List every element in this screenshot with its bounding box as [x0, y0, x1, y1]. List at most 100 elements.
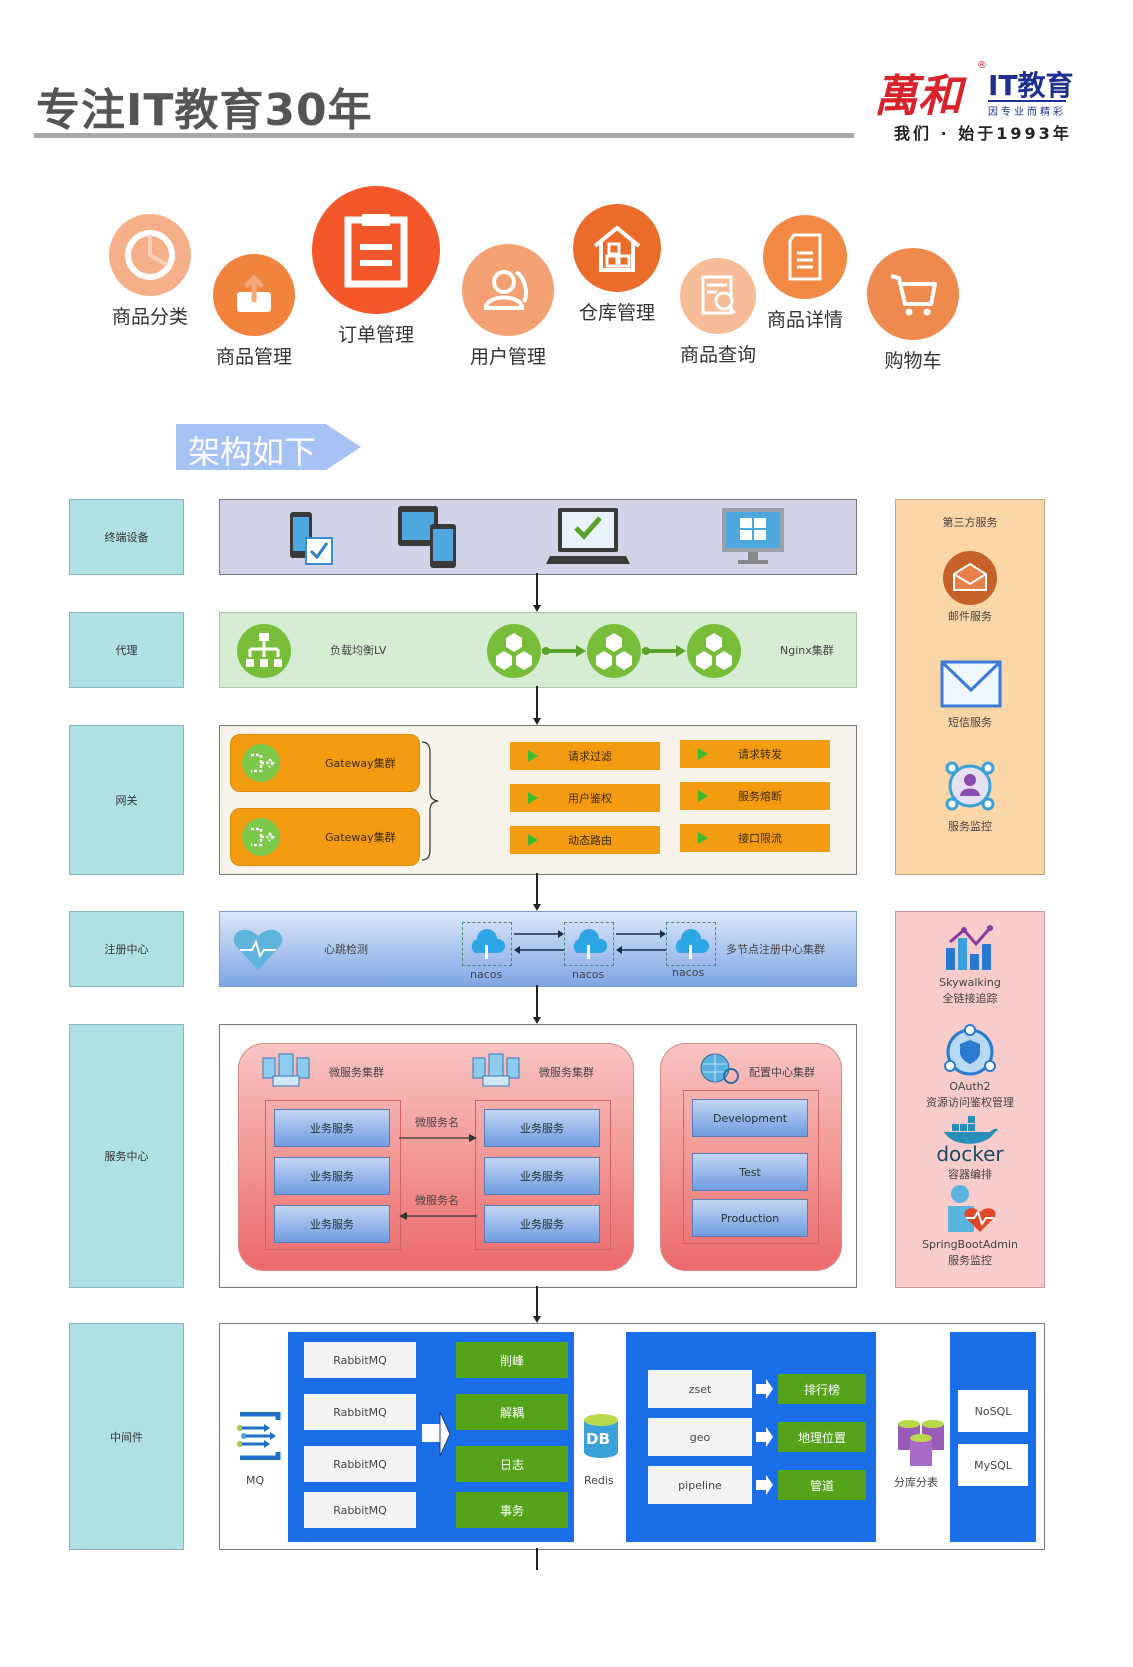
feature-label: 仓库管理 — [578, 302, 655, 324]
config-env: Development — [692, 1099, 808, 1137]
terminal-row — [219, 499, 857, 575]
document-search-icon — [680, 258, 756, 334]
arrow-down-icon — [533, 718, 541, 725]
redis-label: Redis — [584, 1474, 614, 1487]
connector-line — [536, 686, 538, 718]
docker-wordmark: docker — [936, 1142, 1004, 1166]
phone-check-icon — [290, 512, 333, 565]
ops-item-desc: 资源访问鉴权管理 — [926, 1096, 1014, 1109]
feature-label: 用户管理 — [469, 346, 546, 368]
redis-use: 排行榜 — [778, 1374, 866, 1404]
third-party-item: 邮件服务 — [948, 610, 992, 623]
layer-label-proxy: 代理 — [69, 612, 184, 688]
lb-label: 负载均衡LV — [330, 644, 387, 657]
db-panel: NoSQL MySQL — [950, 1332, 1036, 1542]
gateway-cluster-label: Gateway集群 — [325, 757, 396, 770]
gateway-function: 动态路由 — [510, 826, 660, 854]
nacos-label: nacos — [470, 968, 503, 981]
nginx-cluster-label: Nginx集群 — [780, 644, 834, 657]
logo-slogan: 因专业而精彩 — [988, 100, 1066, 118]
sharding-db-icon — [898, 1420, 944, 1466]
cloud-icon — [471, 929, 506, 959]
redis-type: pipeline — [648, 1466, 752, 1504]
ops-item-desc: 服务监控 — [948, 1254, 992, 1267]
heartbeat-icon — [233, 929, 283, 970]
service-call-arrows — [399, 1134, 477, 1220]
play-icon — [528, 792, 538, 804]
play-icon — [698, 832, 708, 844]
banner-arrow-shape — [176, 424, 361, 470]
logo-registered-mark: ® — [977, 60, 987, 71]
business-service: 业务服务 — [484, 1109, 600, 1147]
ops-item-desc: 容器编排 — [948, 1168, 992, 1181]
nacos-node — [666, 922, 716, 966]
redis-db-icon — [584, 1414, 618, 1458]
registry-row: 心跳检测 nacos nacos nacos 多节点注册中心集群 — [219, 911, 857, 987]
mq-label: MQ — [246, 1474, 265, 1487]
redis-type: geo — [648, 1418, 752, 1456]
nacos-label: nacos — [572, 968, 605, 981]
server-cluster-icon — [472, 1053, 520, 1087]
config-env: Test — [692, 1153, 808, 1191]
microservice-cluster-group: 微服务集群 微服务集群 业务服务 业务服务 业务服务 业务服务 业务服务 业务服… — [238, 1043, 634, 1271]
third-party-item: 短信服务 — [948, 716, 992, 729]
section-banner-text: 架构如下 — [188, 433, 317, 471]
feature-shopping-cart: 购物车 — [866, 248, 960, 373]
ops-item-name: SpringBootAdmin — [922, 1238, 1018, 1251]
mq-icon — [237, 1412, 281, 1460]
service-call-label: 微服务名 — [415, 1116, 459, 1129]
mq-use: 削峰 — [456, 1342, 568, 1378]
nacos-node — [462, 922, 512, 966]
feature-label: 商品管理 — [215, 346, 292, 368]
ops-item-name: OAuth2 — [949, 1080, 991, 1093]
gateway-function: 请求转发 — [680, 740, 830, 768]
mq-use: 解耦 — [456, 1394, 568, 1430]
skywalking-chart-icon — [946, 925, 993, 970]
db-node: MySQL — [958, 1444, 1028, 1486]
laptop-check-icon — [546, 508, 630, 564]
mq-panel: RabbitMQ RabbitMQ RabbitMQ RabbitMQ 削峰 解… — [288, 1332, 574, 1542]
db-node: NoSQL — [958, 1390, 1028, 1432]
upload-icon — [213, 254, 295, 336]
sharding-label: 分库分表 — [894, 1476, 938, 1489]
proxy-row: 负载均衡LV Nginx集群 — [219, 612, 857, 688]
redis-use: 管道 — [778, 1470, 866, 1500]
config-cluster-group: 配置中心集群 Development Test Production — [660, 1043, 842, 1271]
gateway-icon — [242, 818, 280, 856]
gateway-cluster: Gateway集群 — [230, 808, 420, 866]
redis-db-icon-text: DB — [586, 1430, 610, 1448]
config-cluster-label: 配置中心集群 — [749, 1066, 815, 1079]
cloud-icon — [675, 929, 710, 959]
logo-brand-text: 萬和 — [874, 71, 962, 122]
small-arrow-right-icon — [756, 1379, 773, 1399]
redis-use: 地理位置 — [778, 1422, 866, 1452]
feature-product-search: 商品查询 — [678, 258, 758, 367]
title-divider — [34, 133, 854, 138]
feature-product-detail: 商品详情 — [762, 215, 848, 332]
rabbitmq-node: RabbitMQ — [304, 1492, 416, 1528]
ops-item-desc: 全链接追踪 — [942, 992, 998, 1005]
service-monitor-icon — [945, 761, 995, 811]
rabbitmq-node: RabbitMQ — [304, 1446, 416, 1482]
big-arrow-right-icon — [422, 1411, 451, 1457]
layer-label-gateway: 网关 — [69, 725, 184, 875]
oauth2-shield-icon — [944, 1024, 996, 1076]
windows-monitor-icon — [722, 508, 784, 564]
feature-user-management: 用户管理 — [462, 244, 554, 369]
layer-label-terminal: 终端设备 — [69, 499, 184, 575]
cart-icon — [867, 248, 959, 340]
config-gear-globe-icon — [700, 1053, 739, 1084]
service-group-b: 业务服务 业务服务 业务服务 — [475, 1100, 611, 1250]
rabbitmq-node: RabbitMQ — [304, 1394, 416, 1430]
logo-it-edu: IT教育 — [988, 69, 1074, 102]
connector-line — [536, 873, 538, 904]
gateway-row: Gateway集群 Gateway集群 请求过滤 请求转发 用户鉴权 服务熔断 … — [219, 725, 857, 875]
feature-label: 商品详情 — [766, 309, 843, 331]
small-arrow-right-icon — [756, 1475, 773, 1495]
third-party-title: 第三方服务 — [942, 516, 998, 529]
section-banner: 架构如下 — [176, 424, 361, 471]
play-icon — [698, 748, 708, 760]
load-balancer-icon — [237, 624, 291, 678]
config-env: Production — [692, 1199, 808, 1237]
clipboard-icon — [312, 186, 440, 314]
